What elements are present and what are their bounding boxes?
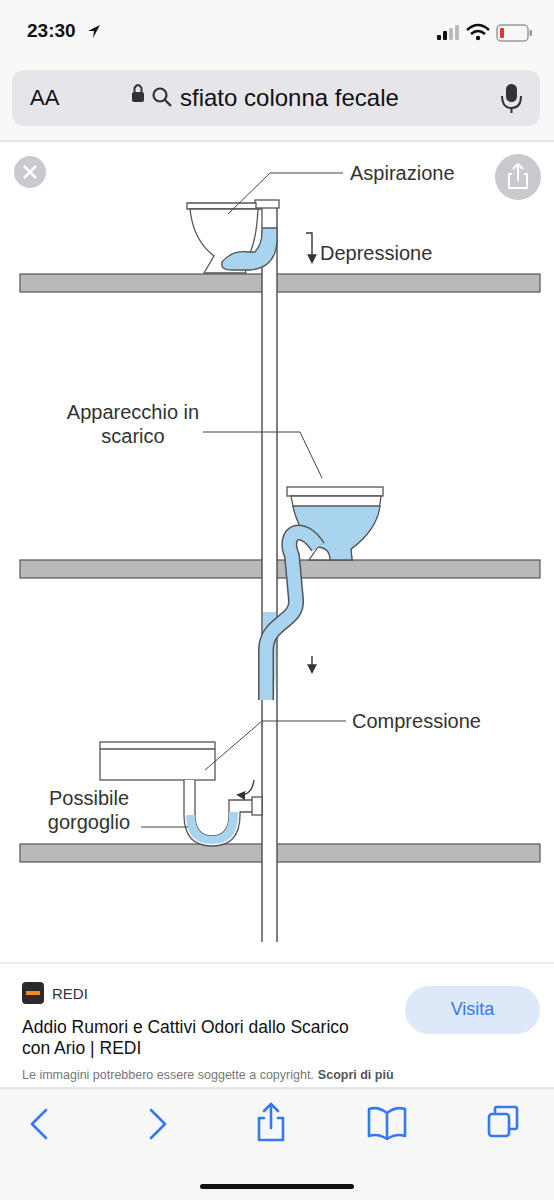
soil-stack <box>262 205 277 942</box>
toilet-middle <box>266 487 383 700</box>
callout-label: Possibile gorgoglio <box>38 786 140 834</box>
address-field: AA sfiato colonna fecale <box>12 70 540 126</box>
status-time: 23:30 <box>27 20 76 43</box>
card-rule <box>0 963 554 964</box>
toolbar-rule <box>0 1088 554 1089</box>
toolbar-icons <box>32 1104 517 1140</box>
button-label: Visita <box>451 999 495 1021</box>
flow-arrows <box>306 233 312 672</box>
status-icons <box>88 25 532 41</box>
header-rule <box>0 141 554 142</box>
result-title: Addio Rumori e Cattivi Odori dallo Scari… <box>22 1017 352 1059</box>
visit-button: Visita <box>405 986 540 1034</box>
toolbar <box>0 1088 554 1200</box>
address-bar <box>12 70 540 126</box>
text-size-button: AA <box>30 85 59 111</box>
search-query: sfiato colonna fecale <box>180 84 399 113</box>
close-button <box>14 156 46 188</box>
home-indicator <box>200 1184 354 1189</box>
callout-label: Depressione <box>320 241 432 265</box>
leader-lines <box>141 173 346 827</box>
toilet-top <box>187 200 279 273</box>
copyright-note: Le immagini potrebbero essere soggette a… <box>22 1068 314 1083</box>
callout-label: Aspirazione <box>350 161 455 185</box>
copyright-link: Scopri di più <box>318 1068 394 1083</box>
browser-header <box>0 0 554 142</box>
site-name: REDI <box>52 985 88 1003</box>
site-logo <box>22 982 44 1004</box>
callout-label: Compressione <box>352 709 481 733</box>
share-button <box>495 154 541 200</box>
floor-slabs <box>20 274 540 862</box>
callout-label: Apparecchio in scarico <box>62 400 204 448</box>
